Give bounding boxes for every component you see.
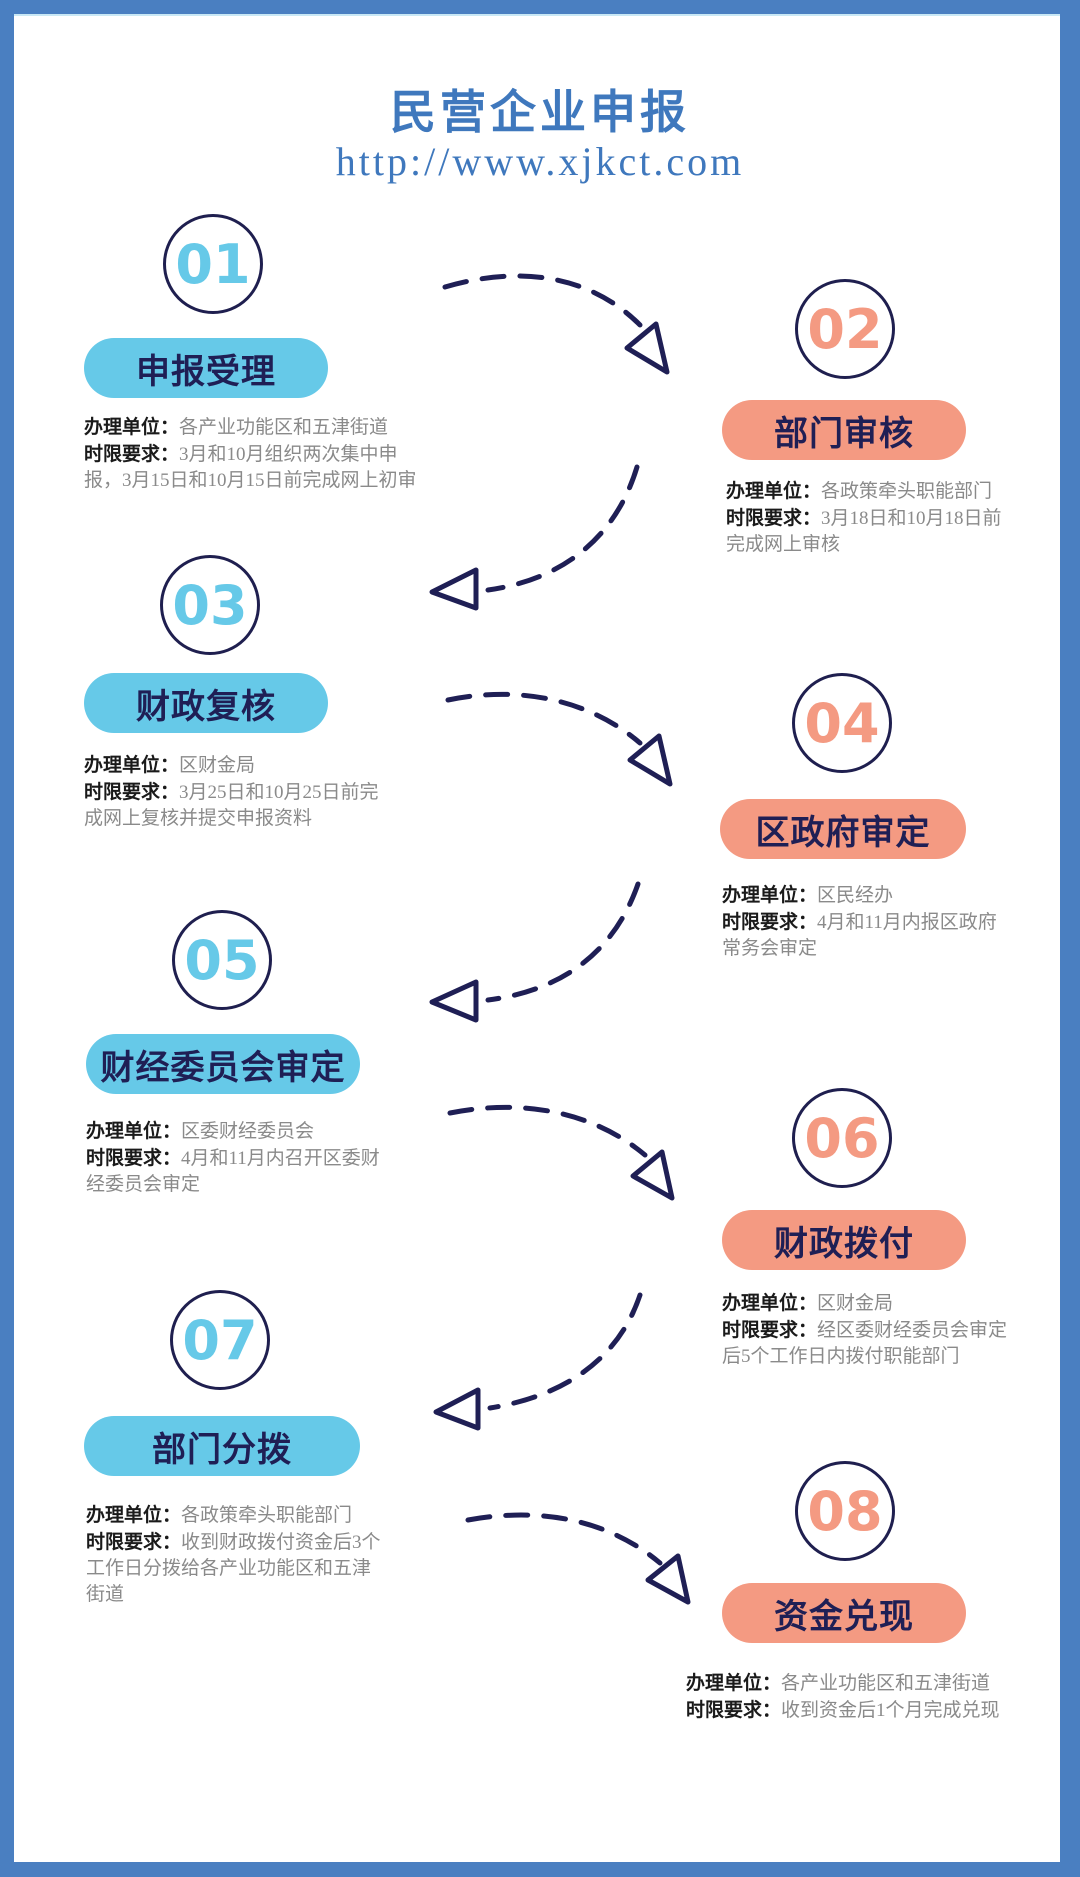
step-4-description: 办理单位：区民经办 时限要求：4月和11月内报区政府 常务会审定: [722, 882, 1042, 962]
step-6-title-pill: 财政拨付: [722, 1210, 966, 1270]
step-6-deadline-line-2: 后5个工作日内拨付职能部门: [722, 1346, 960, 1367]
arrowhead-2-to-3-icon: [429, 567, 479, 611]
step-6-deadline-line-1: 经区委财经委员会审定: [817, 1320, 1008, 1341]
arrow-7-to-8-path: [465, 1512, 663, 1566]
deadline-label: 时限要求：: [84, 781, 180, 803]
step-7-deadline-line-1: 收到财政拨付资金后3个: [181, 1532, 381, 1553]
step-3-number: 03: [172, 573, 248, 637]
step-4-number: 04: [804, 691, 880, 755]
unit-label: 办理单位：: [726, 480, 822, 502]
step-8-number-circle: 08: [795, 1461, 895, 1561]
step-4-unit: 区民经办: [817, 885, 894, 906]
step-5-description: 办理单位：区委财经委员会 时限要求：4月和11月内召开区委财 经委员会审定: [86, 1118, 466, 1198]
arrow-4-to-5-path: [485, 881, 641, 1003]
step-8-description: 办理单位：各产业功能区和五津街道 时限要求：收到资金后1个月完成兑现: [686, 1670, 1046, 1724]
step-3-deadline-line-2: 成网上复核并提交申报资料: [84, 808, 313, 829]
step-8-number: 08: [807, 1479, 883, 1543]
step-1-title-pill: 申报受理: [84, 338, 328, 398]
deadline-label: 时限要求：: [722, 1319, 818, 1341]
step-5-deadline-line-1: 4月和11月内召开区委财: [181, 1148, 380, 1169]
step-1-unit: 各产业功能区和五津街道: [179, 417, 389, 438]
step-2-title-pill: 部门审核: [722, 400, 966, 460]
step-2-number-circle: 02: [795, 279, 895, 379]
step-2-description: 办理单位：各政策牵头职能部门 时限要求：3月18日和10月18日前 完成网上审核: [726, 478, 1046, 558]
step-5-deadline-line-2: 经委员会审定: [86, 1174, 201, 1195]
step-2-title: 部门审核: [774, 413, 914, 454]
deadline-label: 时限要求：: [86, 1531, 182, 1553]
arrow-2-to-3-path: [485, 464, 640, 593]
step-6-unit: 区财金局: [817, 1293, 894, 1314]
step-4-number-circle: 04: [792, 673, 892, 773]
step-2-deadline-line-2: 完成网上审核: [726, 534, 841, 555]
step-1-deadline-line-2: 报，3月15日和10月15日前完成网上初审: [84, 470, 417, 491]
step-3-title-pill: 财政复核: [84, 673, 328, 733]
step-2-number: 02: [807, 297, 883, 361]
arrow-6-to-7-path: [487, 1292, 643, 1411]
step-8-title: 资金兑现: [774, 1596, 914, 1637]
step-1-number-circle: 01: [163, 214, 263, 314]
step-1-title: 申报受理: [136, 351, 276, 392]
deadline-label: 时限要求：: [722, 911, 818, 933]
arrow-3-to-4-path: [445, 691, 643, 746]
step-7-number-circle: 07: [170, 1290, 270, 1390]
arrowhead-7-to-8-icon: [645, 1553, 691, 1605]
step-8-title-pill: 资金兑现: [722, 1583, 966, 1643]
step-3-deadline-line-1: 3月25日和10月25日前完: [179, 782, 379, 803]
step-7-title-pill: 部门分拨: [84, 1416, 360, 1476]
step-4-title-pill: 区政府审定: [720, 799, 966, 859]
arrowhead-4-to-5-icon: [429, 979, 479, 1023]
step-7-number: 07: [182, 1308, 258, 1372]
step-4-title: 区政府审定: [755, 812, 931, 853]
step-7-title: 部门分拨: [152, 1429, 292, 1470]
unit-label: 办理单位：: [722, 1292, 818, 1314]
step-7-unit: 各政策牵头职能部门: [181, 1505, 353, 1526]
step-5-number-circle: 05: [172, 910, 272, 1010]
step-7-deadline-line-3: 街道: [86, 1584, 125, 1605]
page-title: 民营企业申报: [390, 85, 690, 139]
step-3-description: 办理单位：区财金局 时限要求：3月25日和10月25日前完 成网上复核并提交申报…: [84, 752, 464, 832]
arrowhead-5-to-6-icon: [630, 1149, 675, 1201]
unit-label: 办理单位：: [686, 1672, 782, 1694]
deadline-label: 时限要求：: [84, 443, 180, 465]
step-2-deadline-line-1: 3月18日和10月18日前: [821, 508, 1002, 529]
step-3-unit: 区财金局: [179, 755, 256, 776]
step-8-unit: 各产业功能区和五津街道: [781, 1673, 991, 1694]
arrowhead-6-to-7-icon: [433, 1387, 481, 1431]
step-1-number: 01: [175, 232, 251, 296]
step-4-deadline-line-1: 4月和11月内报区政府: [817, 912, 997, 933]
arrowhead-1-to-2-icon: [624, 321, 670, 375]
website-url: http://www.xjkct.com: [335, 139, 745, 184]
unit-label: 办理单位：: [84, 754, 180, 776]
step-7-description: 办理单位：各政策牵头职能部门 时限要求：收到财政拨付资金后3个 工作日分拨给各产…: [86, 1502, 466, 1608]
step-6-number: 06: [804, 1106, 880, 1170]
step-3-number-circle: 03: [160, 555, 260, 655]
step-5-title-pill: 财经委员会审定: [86, 1034, 360, 1094]
step-6-description: 办理单位：区财金局 时限要求：经区委财经委员会审定 后5个工作日内拨付职能部门: [722, 1290, 1052, 1370]
unit-label: 办理单位：: [84, 416, 180, 438]
step-4-deadline-line-2: 常务会审定: [722, 938, 818, 959]
step-8-deadline-line-1: 收到资金后1个月完成兑现: [781, 1700, 1000, 1721]
unit-label: 办理单位：: [86, 1504, 182, 1526]
step-5-title: 财经委员会审定: [100, 1047, 346, 1088]
arrow-5-to-6-path: [447, 1104, 648, 1158]
arrowhead-3-to-4-icon: [627, 733, 673, 787]
step-3-title: 财政复核: [136, 686, 276, 727]
deadline-label: 时限要求：: [726, 507, 822, 529]
arrow-1-to-2-path: [442, 273, 643, 328]
step-5-number: 05: [184, 928, 260, 992]
deadline-label: 时限要求：: [686, 1699, 782, 1721]
unit-label: 办理单位：: [722, 884, 818, 906]
step-7-deadline-line-2: 工作日分拨给各产业功能区和五津: [86, 1558, 372, 1579]
step-5-unit: 区委财经委员会: [181, 1121, 315, 1142]
step-2-unit: 各政策牵头职能部门: [821, 481, 993, 502]
step-6-number-circle: 06: [792, 1088, 892, 1188]
deadline-label: 时限要求：: [86, 1147, 182, 1169]
unit-label: 办理单位：: [86, 1120, 182, 1142]
step-1-description: 办理单位：各产业功能区和五津街道 时限要求：3月和10月组织两次集中申 报，3月…: [84, 414, 464, 494]
step-6-title: 财政拨付: [774, 1223, 914, 1264]
step-1-deadline-line-1: 3月和10月组织两次集中申: [179, 444, 398, 465]
